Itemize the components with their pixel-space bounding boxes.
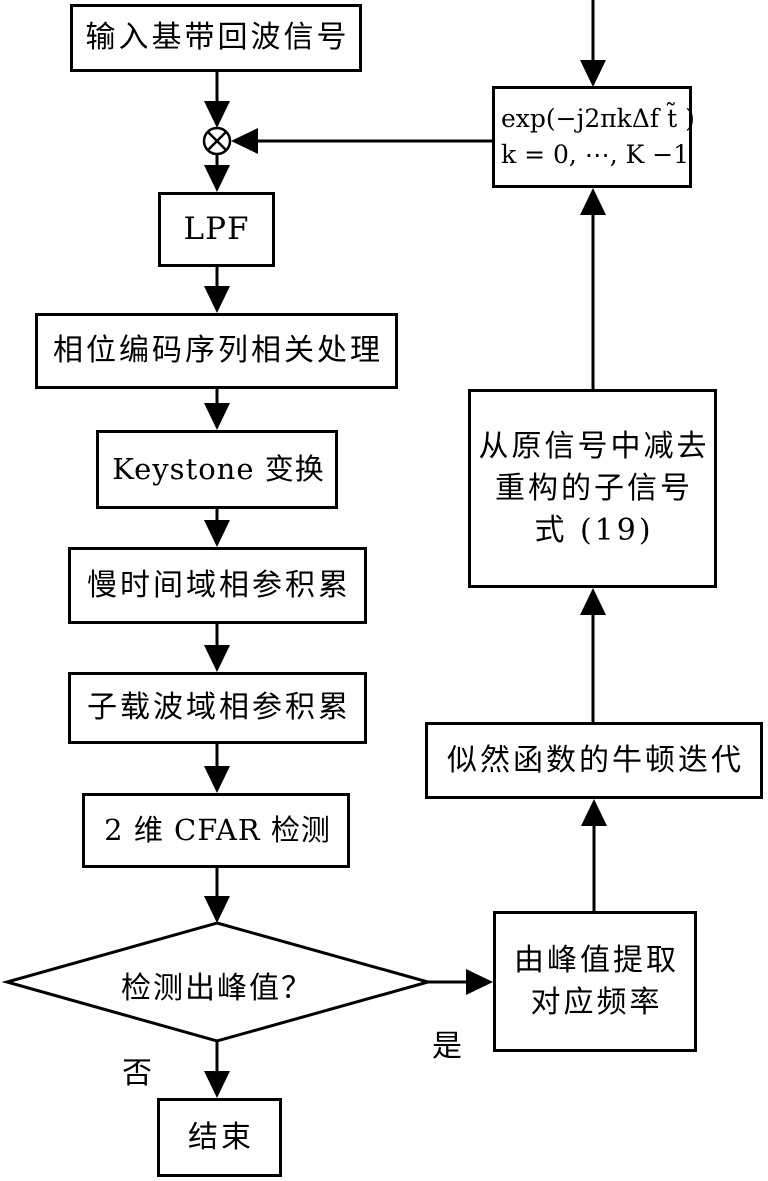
node-cfar: 2 维 CFAR 检测 — [82, 793, 350, 868]
arrow-decision-to-end — [204, 1041, 230, 1098]
node-decision-label: 检测出峰值？ — [121, 971, 313, 1006]
node-phase-corr: 相位编码序列相关处理 — [35, 313, 398, 389]
arrow-multiplier-to-lpf — [204, 154, 230, 192]
arrow-peak-extract-to-newton — [581, 799, 607, 911]
arrow-exp-to-multiplier — [231, 128, 492, 154]
arrow-input-to-multiplier — [204, 72, 230, 128]
node-keystone: Keystone 变换 — [96, 430, 338, 509]
arrow-lpf-to-phase-corr — [204, 267, 230, 313]
arrow-subtract-to-exp — [580, 188, 606, 389]
node-subtract-line2: 重构的子信号 — [495, 470, 693, 506]
arrow-top-entry-to-exp — [580, 0, 606, 87]
node-peak-extract: 由峰值提取 对应频率 — [493, 911, 697, 1052]
node-subtract-line1: 从原信号中减去 — [478, 428, 710, 464]
node-peak-extract-line1: 由峰值提取 — [514, 942, 679, 978]
arrow-decision-to-peak-extract — [428, 969, 493, 995]
multiplier-icon — [202, 126, 232, 156]
node-end: 结束 — [157, 1098, 282, 1177]
node-peak-extract-line2: 对应频率 — [530, 984, 663, 1020]
branch-label-no: 否 — [122, 1056, 154, 1091]
arrow-keystone-to-slow-time — [204, 509, 230, 547]
arrow-cfar-to-decision — [204, 868, 230, 923]
node-subtract-line3: 式 (19) — [534, 512, 654, 548]
node-lpf: LPF — [158, 192, 275, 267]
arrow-phase-corr-to-keystone — [204, 389, 230, 430]
node-slow-time: 慢时间域相参积累 — [68, 547, 367, 624]
node-exp-line1: exp(−j2πkΔf t̃ ) — [501, 103, 695, 133]
node-newton: 似然函数的牛顿迭代 — [425, 722, 763, 799]
arrow-slow-time-to-subcarrier — [204, 624, 230, 672]
node-subtract: 从原信号中减去 重构的子信号 式 (19) — [468, 389, 717, 588]
branch-label-yes: 是 — [432, 1029, 464, 1064]
node-input: 输入基带回波信号 — [70, 4, 362, 72]
node-subcarrier: 子载波域相参积累 — [68, 672, 367, 744]
node-exp-line2: k = 0, ⋯, K −1 — [501, 140, 690, 169]
node-exp-reference: exp(−j2πkΔf t̃ ) k = 0, ⋯, K −1 — [492, 86, 695, 188]
arrow-subcarrier-to-cfar — [204, 744, 230, 793]
arrow-newton-to-subtract — [580, 588, 606, 722]
